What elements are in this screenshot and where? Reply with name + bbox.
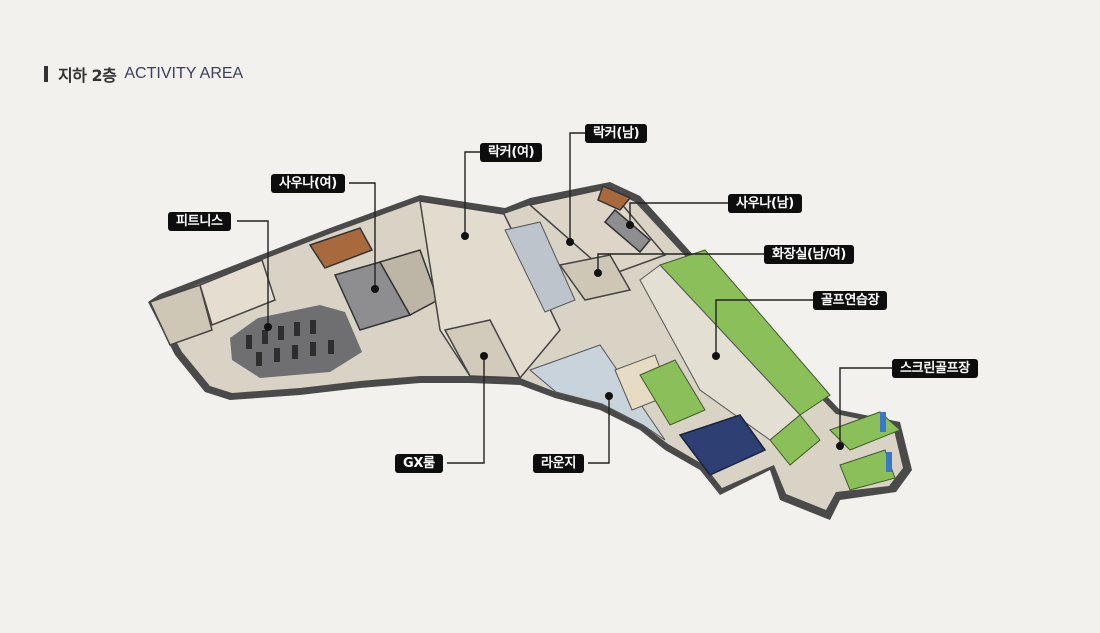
label-sauna-male[interactable]: 사우나(남): [728, 194, 802, 213]
page-header: 지하 2층 ACTIVITY AREA: [44, 62, 243, 86]
dot-restroom: [594, 269, 602, 277]
label-fitness[interactable]: 피트니스: [168, 212, 231, 231]
label-golf-practice[interactable]: 골프연습장: [813, 291, 888, 310]
dot-sauna-female: [371, 285, 379, 293]
male-area: [528, 184, 667, 301]
dot-fitness: [264, 323, 272, 331]
central-area: [419, 200, 576, 379]
leader-restroom: [597, 253, 764, 273]
floor-title: 지하 2층: [58, 66, 117, 85]
leader-sauna-male: [629, 202, 728, 225]
dot-lounge: [605, 392, 613, 400]
leader-screen-golf: [839, 367, 892, 446]
sauna-female-area: [308, 227, 439, 331]
leader-lounge: [588, 396, 610, 464]
golf-practice-area: [639, 249, 831, 476]
leader-sauna-female: [349, 182, 376, 289]
dot-locker-female: [461, 232, 469, 240]
dot-gx-room: [480, 352, 488, 360]
leader-lines: [237, 132, 892, 464]
label-gx-room[interactable]: GX룸: [395, 454, 443, 473]
label-sauna-female[interactable]: 사우나(여): [271, 174, 345, 193]
label-locker-male[interactable]: 락커(남): [585, 124, 648, 143]
label-lounge[interactable]: 라운지: [533, 454, 584, 473]
leader-dots: [264, 221, 844, 450]
label-screen-golf[interactable]: 스크린골프장: [892, 359, 978, 378]
header-marker: [44, 66, 48, 82]
label-restroom[interactable]: 화장실(남/여): [764, 245, 855, 264]
leader-golf-practice: [715, 299, 813, 356]
dot-golf-practice: [712, 352, 720, 360]
leader-fitness: [237, 220, 269, 327]
leader-gx-room: [447, 356, 485, 464]
leader-locker-male: [569, 132, 585, 242]
area-subtitle: ACTIVITY AREA: [124, 65, 244, 82]
dot-screen-golf: [836, 442, 844, 450]
dot-sauna-male: [626, 221, 634, 229]
label-locker-female[interactable]: 락커(여): [480, 143, 543, 162]
leader-locker-female: [464, 151, 480, 236]
screen-golf-area: [829, 411, 901, 491]
dot-locker-male: [566, 238, 574, 246]
fitness-area: [148, 259, 362, 378]
